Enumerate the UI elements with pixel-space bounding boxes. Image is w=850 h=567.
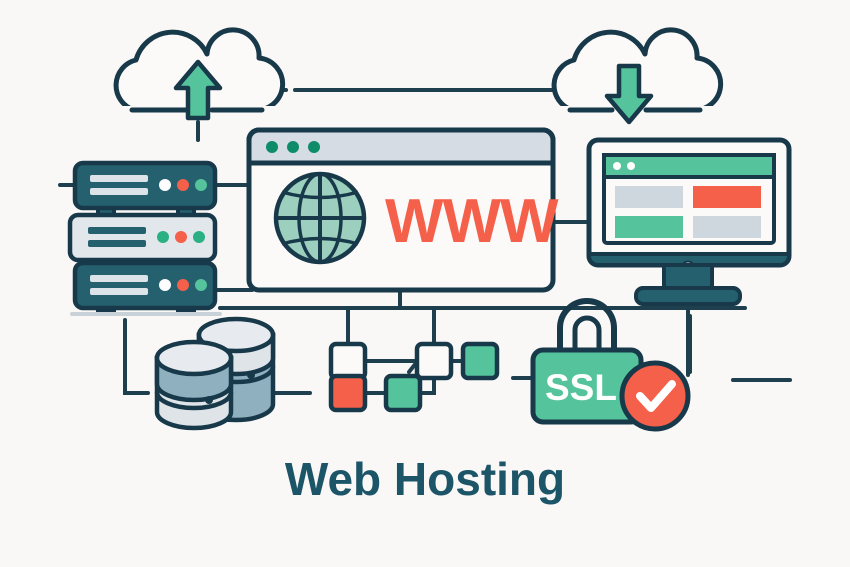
monitor-block-bottom-left [615, 216, 683, 238]
server-unit-middle [67, 212, 218, 263]
server-unit-top-bar-1 [90, 175, 148, 182]
server-unit-bottom-body [72, 260, 218, 311]
network-node-2 [328, 373, 368, 413]
monitor-neck [662, 263, 714, 291]
database-front-led [205, 396, 213, 404]
ssl-shackle-outer [557, 298, 617, 355]
server-stack [67, 160, 222, 316]
browser-dot-2 [287, 141, 299, 153]
server-unit-bottom-led-2 [177, 279, 189, 291]
monitor-header-dot-1 [613, 162, 621, 170]
server-unit-bottom-led-1 [159, 279, 171, 291]
server-unit-middle-body [67, 212, 218, 263]
monitor-header-dot-2 [627, 162, 635, 170]
database-cylinders [154, 316, 276, 431]
database-front-top [154, 339, 234, 377]
monitor-base [634, 286, 742, 306]
globe-meridian-inner [297, 172, 343, 264]
server-unit-top-body [72, 160, 218, 211]
server-unit-top-led-2 [177, 179, 189, 191]
monitor-header-bar [602, 153, 776, 179]
monitor-block-top-right [693, 186, 761, 208]
ssl-label: SSL [545, 367, 617, 408]
network-node-1 [328, 341, 368, 381]
browser-dot-1 [266, 141, 278, 153]
monitor-block-bottom-right [693, 216, 761, 238]
page-title: Web Hosting [285, 453, 565, 505]
monitor-bezel-bottom [587, 252, 791, 267]
connector-node4-to-node3 [418, 376, 436, 395]
monitor-device [586, 137, 792, 306]
server-unit-top-led-1 [159, 179, 171, 191]
cloud-upload-arrow-up [173, 59, 223, 121]
cloud-download-icon [551, 27, 724, 125]
network-node-5 [460, 341, 500, 381]
ssl-check-mark [636, 380, 676, 412]
connector-server-to-database [123, 318, 150, 395]
cloud-upload-icon [113, 27, 286, 121]
monitor-block-top-left [615, 186, 683, 208]
globe-icon [273, 171, 367, 265]
server-unit-top-bar-2 [90, 188, 148, 195]
server-unit-middle-led-2 [175, 231, 187, 243]
server-unit-middle-bar-2 [88, 240, 146, 247]
database-back-top [196, 316, 276, 354]
database-back-led [247, 371, 255, 379]
server-unit-middle-led-3 [193, 231, 205, 243]
server-unit-middle-bar-1 [88, 227, 146, 234]
server-unit-bottom-led-3 [195, 279, 207, 291]
database-front-ring [154, 391, 234, 411]
server-unit-top-led-3 [195, 179, 207, 191]
database-cylinder-front [154, 339, 234, 431]
server-unit-top [72, 160, 218, 211]
server-unit-middle-led-1 [157, 231, 169, 243]
ssl-check-circle [619, 360, 691, 432]
browser-titlebar [246, 127, 556, 166]
www-label: WWW [385, 187, 559, 256]
browser-window: WWW [246, 127, 560, 293]
ssl-lock-icon: SSL [530, 298, 691, 432]
cloud-download-arrow-down [604, 63, 654, 125]
network-diagram [328, 341, 500, 413]
ssl-shackle-inner [572, 315, 602, 355]
network-node-4 [414, 341, 454, 381]
browser-dot-3 [308, 141, 320, 153]
network-node-3 [383, 373, 423, 413]
server-unit-bottom [72, 260, 218, 311]
server-unit-bottom-bar-1 [90, 275, 148, 282]
server-unit-bottom-bar-2 [90, 288, 148, 295]
